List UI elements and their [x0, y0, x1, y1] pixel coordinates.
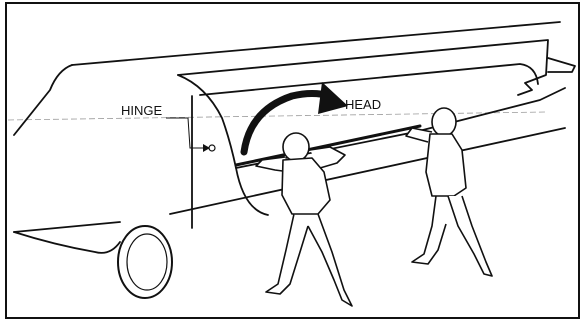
wheel [118, 226, 172, 298]
worker-front-head [283, 133, 309, 161]
head-label: HEAD [345, 97, 381, 112]
hinge-label: HINGE [121, 103, 163, 118]
worker-back-head [432, 108, 456, 136]
